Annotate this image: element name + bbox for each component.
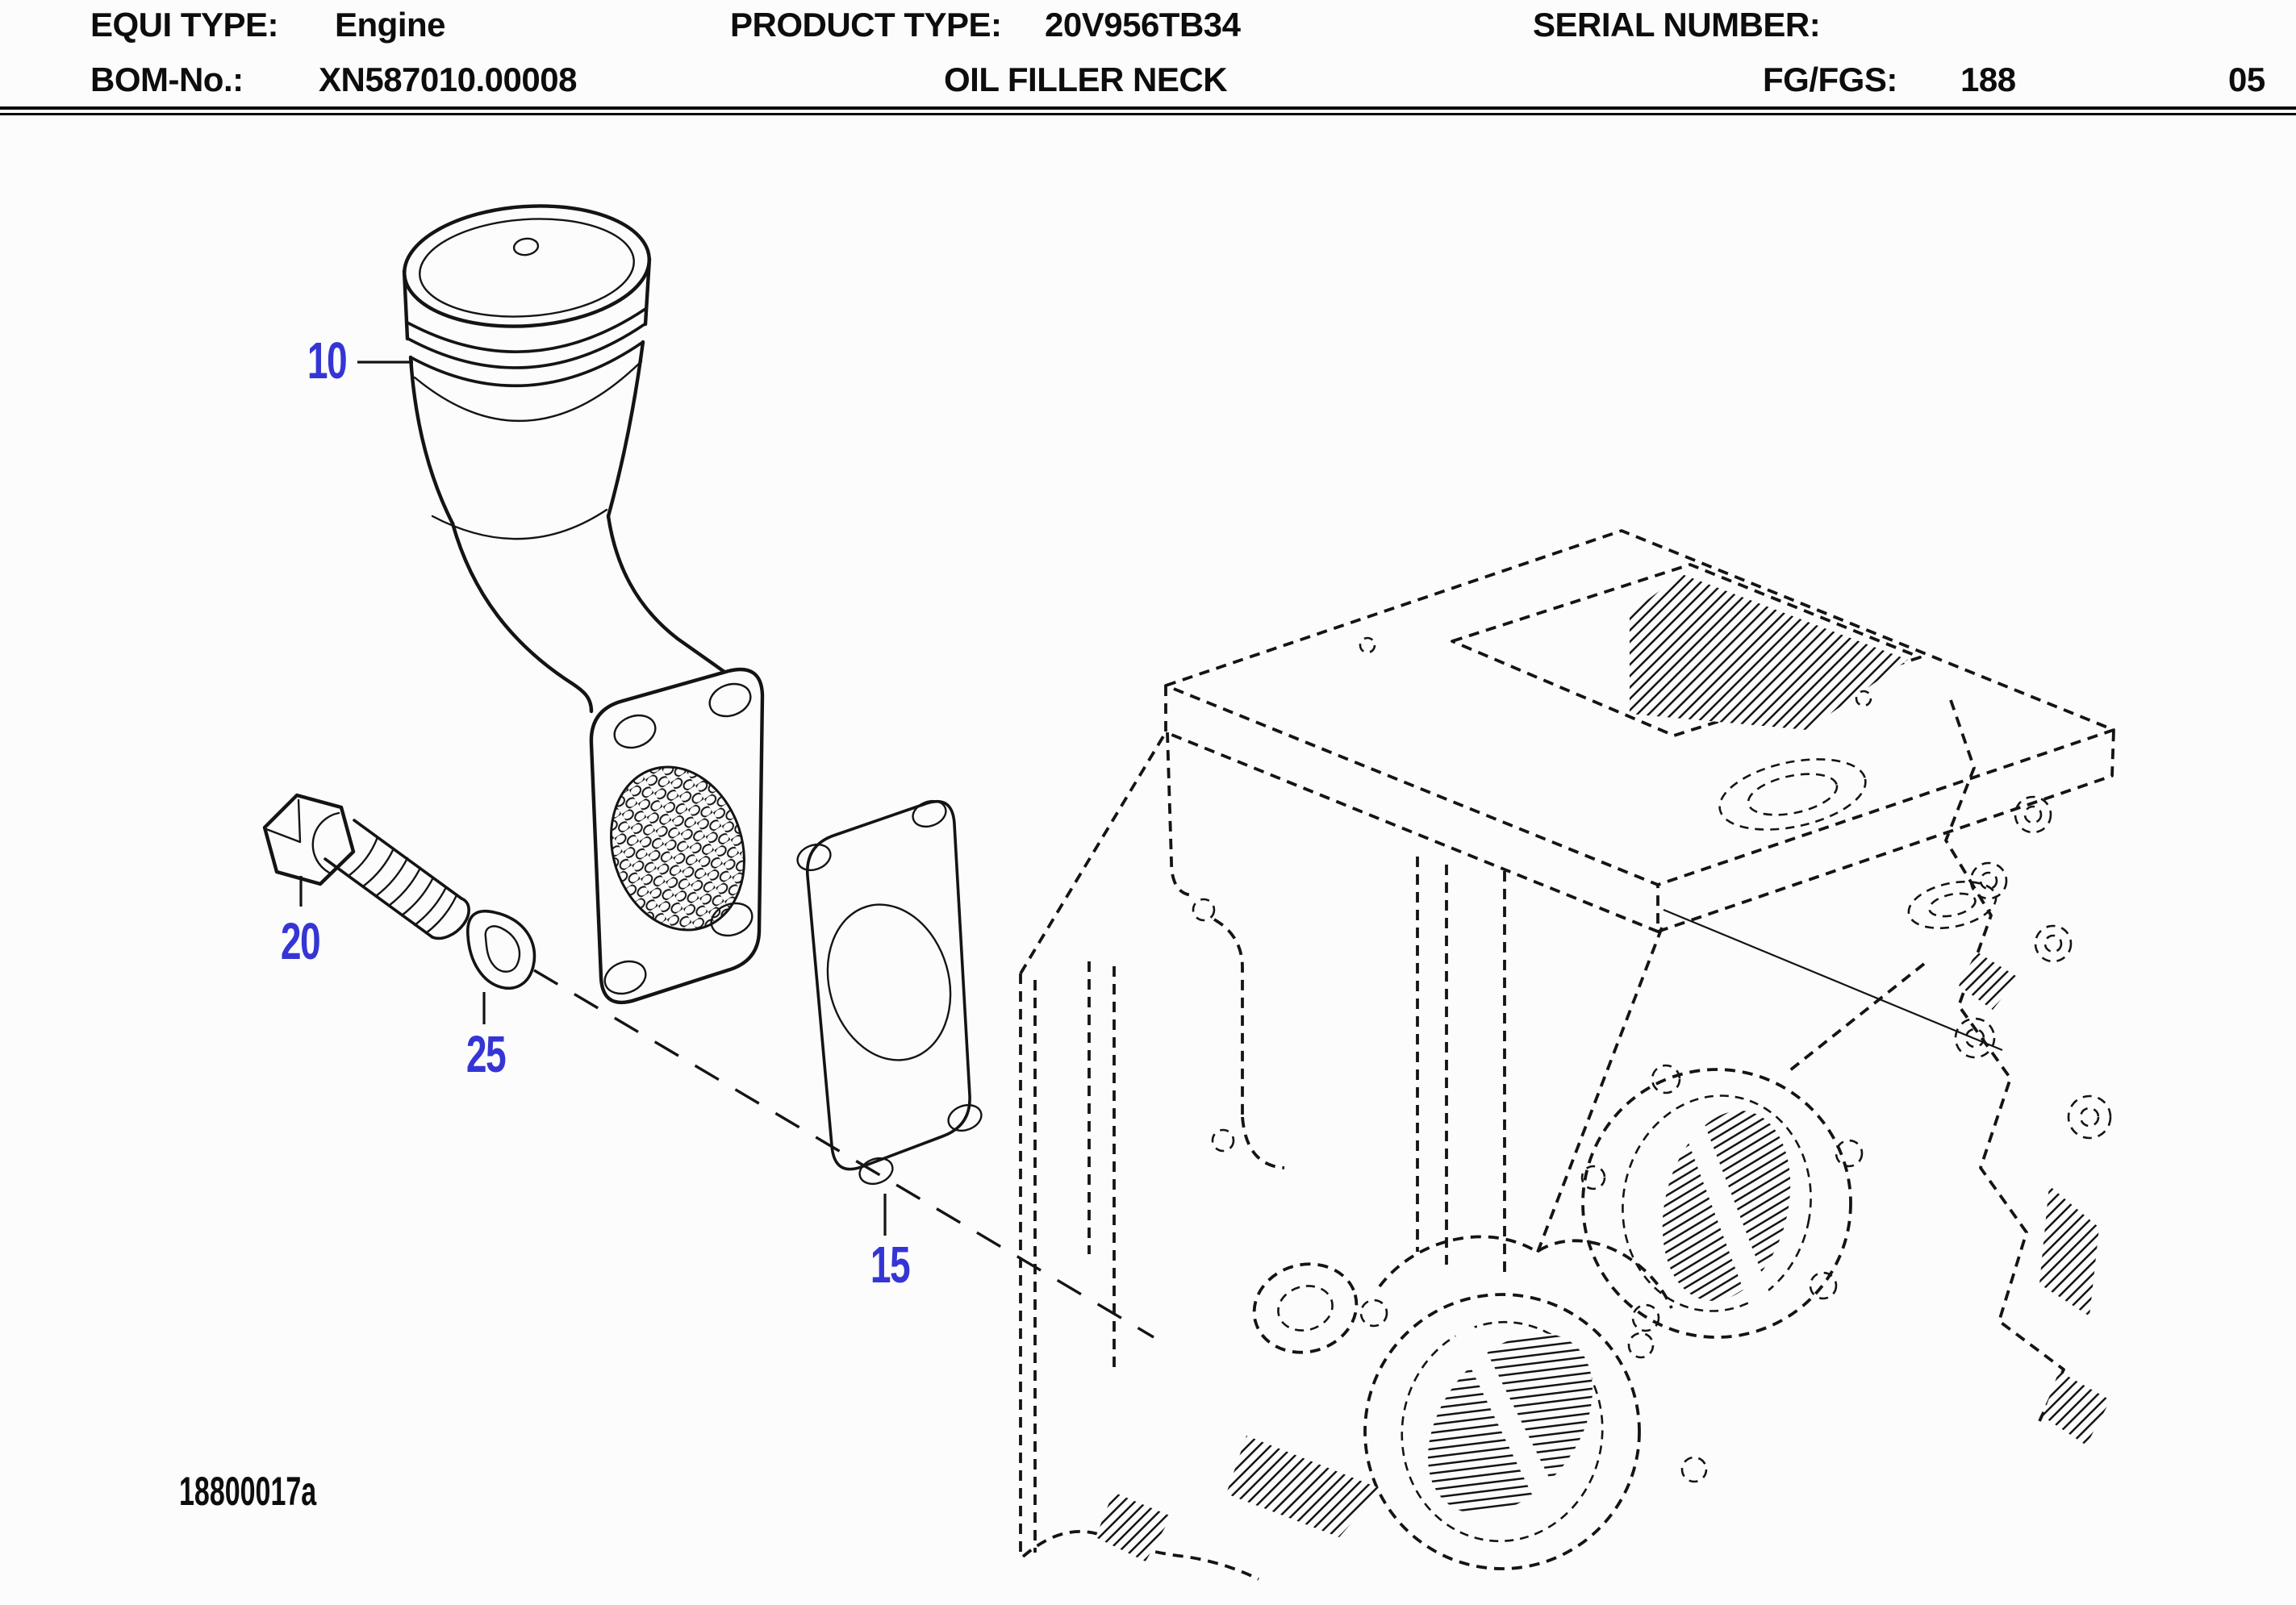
callout-item-25[interactable]: 25: [465, 1025, 507, 1083]
fg-fgs-label: FG/FGS:: [1763, 60, 1897, 98]
product-type-value: 20V956TB34: [1045, 6, 1241, 44]
header-rule-top: [0, 106, 2296, 110]
serial-number-label: SERIAL NUMBER:: [1533, 6, 1821, 44]
clip-part: [466, 909, 536, 990]
header-rule-bottom: [0, 113, 2296, 115]
strainer-screen: [610, 765, 745, 932]
equi-type-label: EQUI TYPE:: [90, 6, 279, 44]
gasket-part: [796, 799, 983, 1186]
sheet-title: OIL FILLER NECK: [944, 60, 1228, 98]
fg-fgs-value: 188: [1960, 60, 2016, 98]
engine-block-outline: [1019, 529, 2115, 1581]
page-number: 05: [2228, 60, 2265, 98]
assembly-centerline: [533, 969, 1154, 1339]
callout-item-10[interactable]: 10: [307, 331, 348, 390]
bolt-part: [262, 793, 470, 940]
bom-no-value: XN587010.00008: [319, 60, 577, 98]
callout-item-20[interactable]: 20: [280, 912, 321, 970]
equi-type-value: Engine: [335, 6, 446, 44]
product-type-label: PRODUCT TYPE:: [730, 6, 1002, 44]
oil-filler-neck-part: [402, 204, 765, 1005]
bom-no-label: BOM-No.:: [90, 60, 244, 98]
callout-item-15[interactable]: 15: [870, 1236, 911, 1294]
drawing-number: 18800017a: [179, 1469, 317, 1514]
